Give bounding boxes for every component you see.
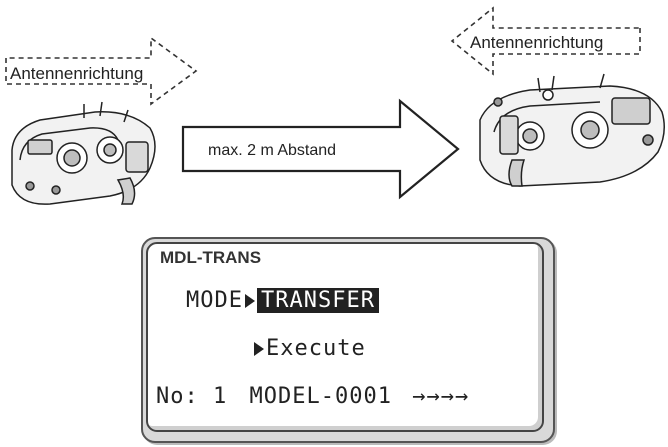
model-row: No: 1 MODEL-0001 →→→→: [156, 384, 469, 409]
transmitter-left-image: [11, 101, 156, 205]
antenna-direction-right-arrow: Antennenrichtung: [450, 6, 641, 76]
mode-label: MODE: [186, 288, 243, 313]
cursor-arrow-icon: [244, 294, 255, 308]
antenna-label-right: Antennenrichtung: [470, 33, 603, 52]
execute-row[interactable]: Execute: [252, 336, 366, 361]
distance-label: max. 2 m Abstand: [208, 142, 336, 159]
execute-label[interactable]: Execute: [266, 336, 366, 361]
transfer-diagram: Antennenrichtung Antennenrichtung max. 2…: [5, 6, 665, 205]
lcd-screen: [146, 242, 544, 432]
cursor-arrow-icon: [254, 342, 264, 356]
mode-row: MODE TRANSFER: [186, 288, 379, 313]
model-no-value: 1: [213, 384, 228, 409]
lcd-title: MDL-TRANS: [160, 248, 262, 267]
mode-value-selector[interactable]: TRANSFER: [256, 288, 379, 313]
antenna-label-left: Antennenrichtung: [10, 64, 143, 83]
model-no-label: No:: [156, 384, 199, 409]
transmitter-right-image: [479, 73, 665, 187]
antenna-direction-left-arrow: Antennenrichtung: [5, 36, 198, 106]
model-name[interactable]: MODEL-0001: [249, 384, 392, 409]
model-arrows-icon: →→→→: [412, 384, 470, 409]
distance-arrow: max. 2 m Abstand: [181, 98, 460, 200]
